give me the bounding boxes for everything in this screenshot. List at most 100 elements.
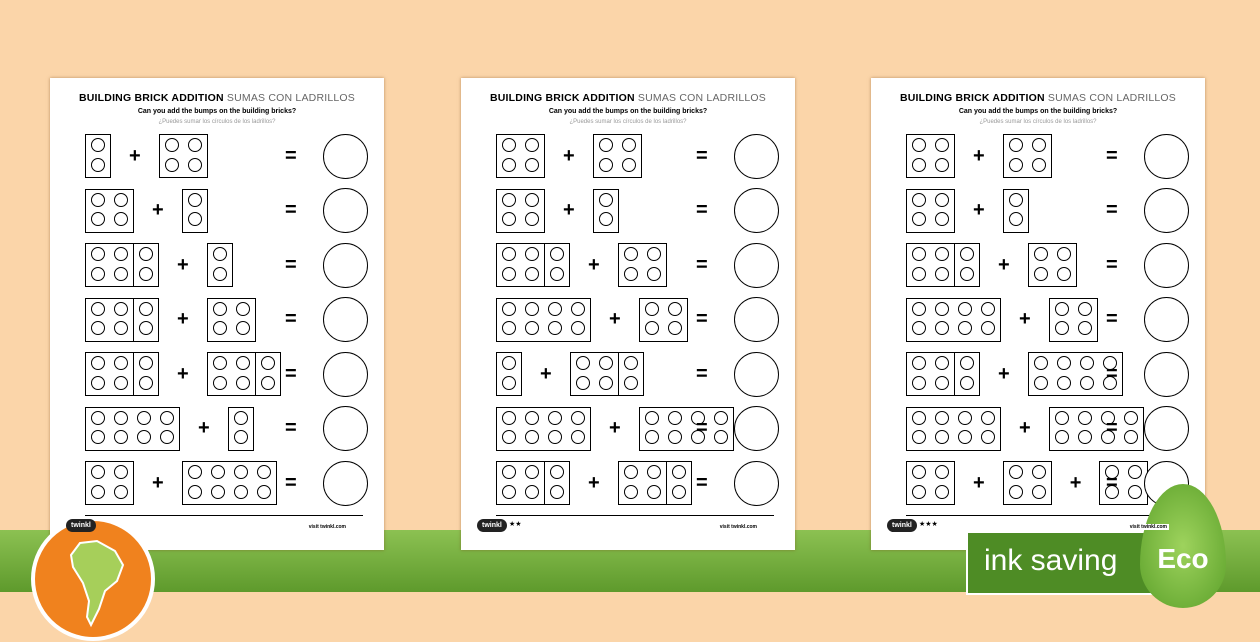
stud [91, 410, 105, 425]
answer-circle[interactable] [1144, 188, 1189, 233]
answer-circle[interactable] [734, 133, 779, 179]
brick [496, 406, 591, 451]
stud [1033, 266, 1048, 281]
answer-circle[interactable] [323, 133, 368, 179]
stud [912, 484, 926, 499]
stud [1056, 247, 1071, 261]
answer-circle[interactable] [323, 406, 368, 451]
equals-sign: = [1106, 417, 1118, 439]
ink-saving-badge: ink saving [966, 531, 1156, 595]
answer-circle[interactable] [323, 351, 368, 397]
stud [114, 321, 128, 335]
stud [623, 266, 638, 281]
equation-row: += [496, 351, 786, 397]
equation-row: += [906, 133, 1196, 179]
answer-circle[interactable] [734, 297, 779, 342]
answer-circle[interactable] [1144, 406, 1189, 451]
stud [1033, 356, 1048, 370]
plus-sign: + [973, 199, 985, 221]
stud [91, 157, 105, 172]
brick [1027, 243, 1077, 287]
stud [644, 410, 659, 425]
answer-circle[interactable] [734, 242, 779, 288]
answer-circle[interactable] [734, 351, 779, 397]
answer-circle[interactable] [323, 297, 368, 342]
stud [502, 301, 516, 316]
stud [91, 356, 105, 370]
stud [1033, 375, 1048, 390]
footer-rule [85, 515, 363, 516]
stud [164, 157, 179, 172]
instruction-es: ¿Puedes sumar los círculos de los ladril… [158, 119, 276, 125]
stud [935, 301, 949, 316]
stud [210, 484, 225, 499]
stud [114, 410, 128, 425]
stud [114, 484, 128, 499]
answer-circle[interactable] [1144, 242, 1189, 288]
answer-circle[interactable] [734, 460, 779, 506]
answer-circle[interactable] [1144, 297, 1189, 342]
stud [502, 138, 516, 152]
stud [981, 430, 995, 444]
worksheet-preview[interactable]: BUILDING BRICK ADDITION SUMAS CON LADRIL… [461, 78, 795, 550]
answer-circle[interactable] [1144, 351, 1189, 397]
footer-rule [496, 515, 774, 516]
equation-row: += [496, 406, 786, 452]
stud [623, 375, 638, 390]
worksheet-preview[interactable]: BUILDING BRICK ADDITION SUMAS CON LADRIL… [871, 78, 1205, 550]
stud [114, 356, 128, 370]
stud [1008, 212, 1023, 226]
stud [912, 192, 926, 207]
stud [935, 157, 949, 172]
stud [502, 247, 516, 261]
stud [235, 356, 250, 370]
stud [525, 465, 539, 479]
stud [644, 301, 659, 316]
equation-row: += [85, 188, 375, 234]
stud [646, 266, 661, 281]
stud [235, 301, 250, 316]
stud [212, 266, 227, 281]
stud [1123, 410, 1138, 425]
plus-sign: + [177, 253, 189, 276]
instruction: Can you add the bumps on the building br… [958, 108, 1118, 115]
brick [638, 406, 734, 451]
stud [667, 321, 682, 335]
stud [935, 484, 949, 499]
stud [187, 465, 202, 479]
instruction: Can you add the bumps on the building br… [137, 108, 297, 115]
stud [958, 410, 972, 425]
brick [617, 243, 667, 287]
equals-sign: = [696, 144, 708, 167]
answer-circle[interactable] [323, 460, 368, 506]
worksheet-preview[interactable]: BUILDING BRICK ADDITION SUMAS CON LADRIL… [50, 78, 384, 550]
brick [85, 243, 159, 287]
stud [958, 321, 972, 335]
stud [139, 321, 153, 335]
stud [187, 192, 202, 207]
stud [1031, 465, 1046, 479]
answer-circle[interactable] [323, 188, 368, 233]
answer-circle[interactable] [734, 188, 779, 233]
equals-sign: = [696, 308, 708, 330]
answer-circle[interactable] [734, 406, 779, 451]
stud [935, 247, 949, 261]
stud [164, 138, 179, 152]
brick [617, 461, 692, 505]
stud [114, 266, 128, 281]
stud [550, 465, 564, 479]
equation-row: += [906, 406, 1196, 452]
stud [598, 212, 613, 226]
answer-circle[interactable] [1144, 133, 1189, 179]
equals-sign: = [1106, 199, 1118, 221]
stud [233, 410, 248, 425]
worksheet-title: BUILDING BRICK ADDITION SUMAS CON LADRIL… [489, 92, 766, 104]
equation-row: += [496, 242, 786, 288]
stud [935, 410, 949, 425]
stud [91, 192, 105, 207]
answer-circle[interactable] [323, 242, 368, 288]
stud [525, 212, 539, 226]
stud [1008, 192, 1023, 207]
stud [550, 484, 564, 499]
stud [1054, 321, 1069, 335]
